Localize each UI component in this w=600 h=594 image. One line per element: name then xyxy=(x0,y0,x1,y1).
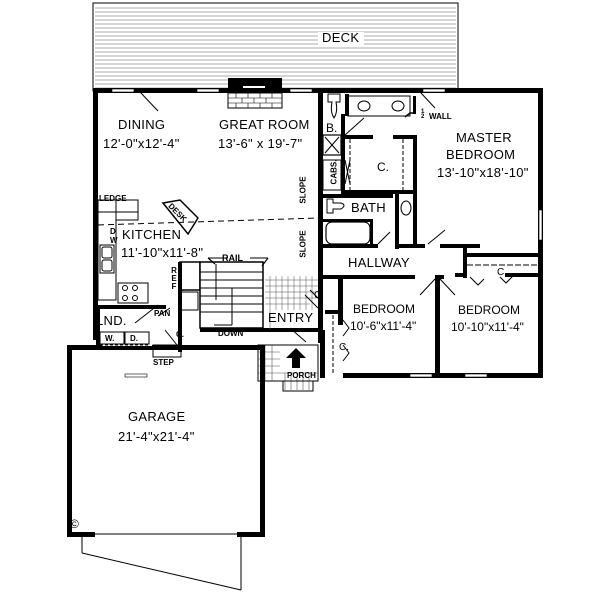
dining-dims: 12'-0"x12'-4" xyxy=(103,136,180,151)
bedroom-2-dims: 10'-6"x11'-4" xyxy=(350,319,417,333)
kitchen-label: KITCHEN xyxy=(122,227,182,242)
master-closet-label: C. xyxy=(377,160,389,174)
laundry-label: LND. xyxy=(96,313,127,328)
garage xyxy=(67,344,265,591)
rail-label: RAIL xyxy=(222,253,243,263)
master-bedroom-dims: 13'-10"x18'-10" xyxy=(437,165,529,180)
dryer-label: D. xyxy=(130,334,138,343)
cabs-label: CABS. xyxy=(329,159,339,185)
master-bath-label: B. xyxy=(326,121,338,135)
bath-label: BATH xyxy=(351,200,386,215)
dishwasher-w-label: W xyxy=(110,236,118,245)
master-bath xyxy=(322,92,436,245)
garage-dims: 21'-4"x21'-4" xyxy=(118,429,195,444)
dining-label: DINING xyxy=(118,117,166,132)
porch xyxy=(257,344,319,392)
down-label: DOWN xyxy=(218,329,244,338)
bedroom-3-closet-label: C. xyxy=(497,267,507,278)
pantry-label: PAN xyxy=(154,309,171,318)
half-wall-label: WALL xyxy=(429,112,452,121)
deck xyxy=(92,2,459,92)
deck-label: DECK xyxy=(322,30,360,45)
step-label: STEP xyxy=(153,358,174,367)
dishwasher-d-label: D xyxy=(110,227,116,236)
slope-label-upper: SLOPE xyxy=(298,176,308,204)
hallway-label: HALLWAY xyxy=(348,255,410,270)
kitchen-closet-label: C. xyxy=(176,330,184,339)
bedrooms xyxy=(320,248,538,378)
great-room-label: GREAT ROOM xyxy=(219,117,310,132)
kitchen-dims: 11'-10"x11'-8" xyxy=(121,245,204,260)
entry-tiles xyxy=(265,276,319,343)
copyright-mark: © xyxy=(70,517,79,531)
bedroom-2-closet-label: C. xyxy=(339,342,349,353)
garage-label: GARAGE xyxy=(128,409,186,424)
entry-closet-label: C. xyxy=(314,290,324,301)
kitchen xyxy=(96,199,319,350)
bedroom-3-label: BEDROOM xyxy=(458,303,521,317)
master-bedroom-label-1: MASTER xyxy=(456,130,512,145)
washer-label: W. xyxy=(105,334,115,343)
great-room-dims: 13'-6" x 19'-7" xyxy=(218,136,303,151)
stairs xyxy=(178,257,318,352)
bedroom-3-dims: 10'-10"x11'-4" xyxy=(451,320,524,334)
entry-label: ENTRY xyxy=(268,310,314,325)
slope-label-lower: SLOPE xyxy=(298,230,308,258)
bedroom-2-label: BEDROOM xyxy=(353,302,416,316)
master-bedroom-label-2: BEDROOM xyxy=(446,147,516,162)
porch-label: PORCH xyxy=(287,371,316,380)
ledge-label: LEDGE xyxy=(99,194,127,203)
ref-label: REF xyxy=(171,266,177,291)
hall-bath xyxy=(323,194,480,249)
